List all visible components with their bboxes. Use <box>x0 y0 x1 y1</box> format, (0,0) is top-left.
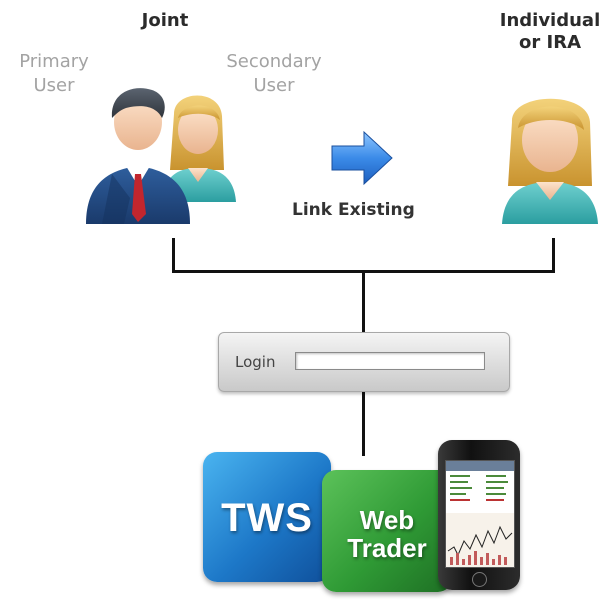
login-panel: Login <box>218 332 510 392</box>
individual-title: Individual or IRA <box>492 10 608 54</box>
primary-user-label: Primary User <box>4 50 104 98</box>
login-label: Login <box>235 353 276 371</box>
individual-line2: or IRA <box>519 32 581 53</box>
webtrader-label: Web Trader <box>322 506 452 562</box>
tws-label: TWS <box>221 496 313 540</box>
individual-user-icon <box>502 98 598 224</box>
phone-screen <box>445 460 515 568</box>
primary-user-line2: User <box>33 75 75 96</box>
phone-icon <box>438 440 520 590</box>
right-arrow-icon <box>331 130 393 186</box>
connector-to-login <box>362 270 365 332</box>
login-input[interactable] <box>295 352 485 370</box>
woman-user-icon <box>162 95 236 202</box>
webtrader-line1: Web <box>359 505 415 535</box>
secondary-user-label: Secondary User <box>212 50 336 98</box>
connector-to-platforms <box>362 390 365 456</box>
webtrader-line2: Trader <box>347 533 427 563</box>
secondary-user-line2: User <box>253 75 295 96</box>
secondary-user-line1: Secondary <box>226 51 322 72</box>
phone-screen-content <box>446 461 514 567</box>
tws-app-tile[interactable]: TWS <box>203 452 331 582</box>
connector-left-vertical <box>172 238 175 272</box>
man-user-icon <box>86 88 190 224</box>
joint-title: Joint <box>141 10 189 31</box>
primary-user-line1: Primary <box>19 51 89 72</box>
webtrader-app-tile[interactable]: Web Trader <box>322 470 452 592</box>
joint-users-icon <box>86 88 236 224</box>
connector-right-vertical <box>552 238 555 272</box>
link-existing-label: Link Existing <box>292 200 415 220</box>
individual-line1: Individual <box>499 10 601 31</box>
phone-home-button <box>472 572 487 587</box>
woman-user-icon <box>502 98 598 224</box>
